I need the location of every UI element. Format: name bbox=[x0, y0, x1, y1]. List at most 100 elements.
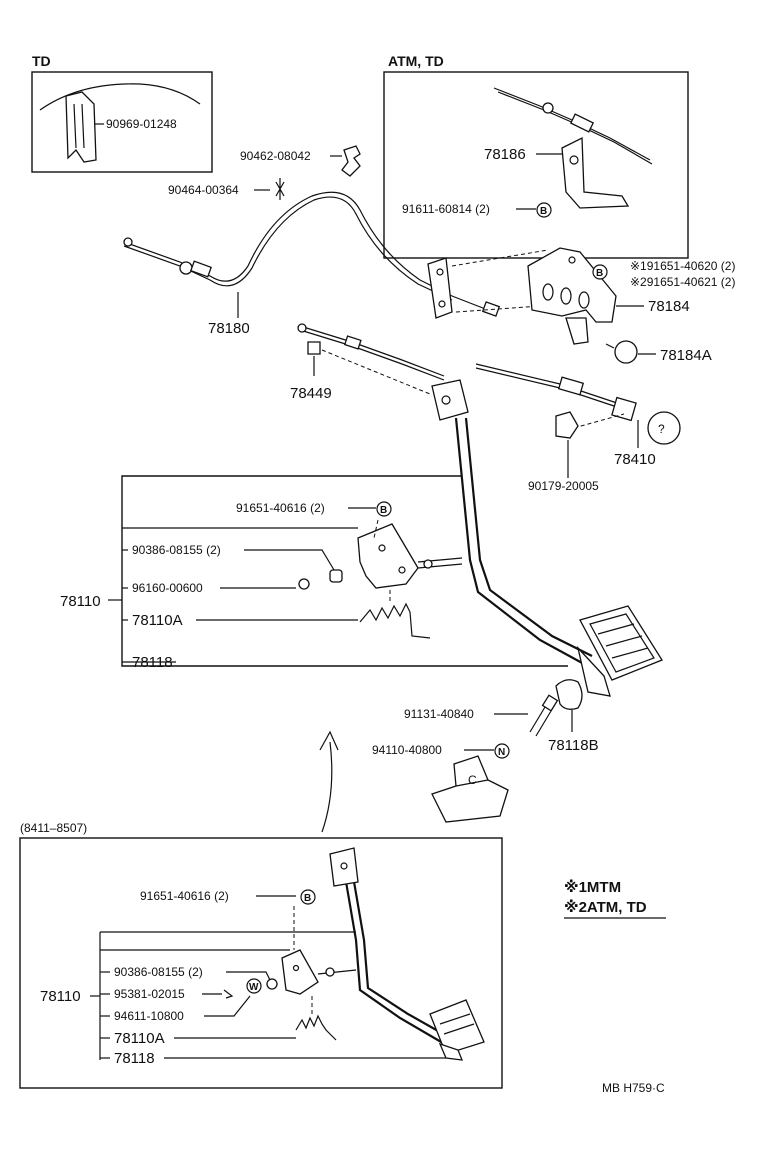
variant-ring-label: 95381-02015 bbox=[114, 987, 185, 1001]
cable-inner-end bbox=[451, 295, 489, 311]
variant-tread-2 bbox=[443, 1023, 475, 1035]
clamp-90462-part bbox=[341, 145, 361, 177]
clamp-90462: 90462-08042 bbox=[240, 145, 361, 177]
direction-arrow bbox=[319, 730, 339, 833]
atm-cable-fitting bbox=[542, 102, 554, 114]
assy-bolt-mark-circle bbox=[376, 501, 392, 517]
cable-outer-line bbox=[123, 191, 453, 297]
assy-bolt-label: 91651-40616 (2) bbox=[236, 501, 325, 515]
variant-bolt-mark-circle bbox=[300, 889, 316, 905]
legend-line-1: ※1MTM bbox=[564, 878, 621, 896]
cable-end-ball bbox=[123, 237, 133, 247]
variant-arm-top-hole bbox=[340, 862, 348, 870]
nut-label: 94110-40800 bbox=[372, 743, 442, 757]
bracket-slot-2 bbox=[560, 287, 572, 305]
clip-90464: 90464-00364 bbox=[168, 178, 285, 200]
td-inset: TD 90969-01248 bbox=[31, 53, 213, 173]
legend: ※1MTM ※2ATM, TD bbox=[564, 878, 666, 919]
second-cable-end bbox=[297, 323, 307, 333]
variant-pedal-arm-2 bbox=[350, 869, 455, 1041]
arrow-head bbox=[319, 730, 339, 751]
pad-78118b-part bbox=[555, 679, 583, 710]
cable-78180-label: 78180 bbox=[208, 320, 250, 337]
bushing-label: 90386-08155 (2) bbox=[132, 543, 221, 557]
variant-frame bbox=[19, 837, 503, 1089]
knob-label: 78410 bbox=[614, 451, 656, 468]
pivot-hole-1 bbox=[378, 544, 386, 552]
variant-pedal-heel bbox=[438, 1042, 464, 1061]
pedal-heel bbox=[576, 645, 611, 697]
stopper-stem bbox=[605, 343, 615, 349]
floor-stopper: C bbox=[431, 755, 509, 823]
clip-90464-label: 90464-00364 bbox=[168, 183, 239, 197]
nut-mark-circle bbox=[494, 743, 510, 759]
atm-td-inset-frame bbox=[383, 71, 689, 259]
td-cable-line bbox=[39, 83, 201, 111]
variant-pedal-arm bbox=[342, 869, 449, 1047]
bracket-78184: B ※191651-40620 (2) ※291651-40621 (2) 78… bbox=[527, 247, 735, 345]
atm-bracket-hole bbox=[569, 155, 579, 165]
bracket-bolt-2-label: ※291651-40621 (2) bbox=[630, 275, 735, 289]
bracket-78184-part bbox=[527, 247, 617, 323]
bushing-leader bbox=[244, 549, 335, 571]
variant-ring-mark-circle bbox=[246, 978, 262, 994]
td-inset-frame bbox=[31, 71, 213, 173]
bracket-hole bbox=[568, 256, 576, 264]
assy-bolt-mark: B bbox=[380, 505, 387, 516]
ring-part bbox=[298, 578, 310, 590]
bracket-bolt-mark: B bbox=[596, 268, 603, 279]
cable-bracket-plate bbox=[427, 257, 453, 319]
variant-bushing-part bbox=[266, 978, 278, 990]
nut-mark: N bbox=[498, 747, 505, 758]
clip-78449-dash bbox=[321, 349, 431, 395]
td-part-label: 90969-01248 bbox=[106, 117, 177, 131]
pedal-arm-2 bbox=[464, 417, 593, 657]
variant-pedal-label: 78118 bbox=[114, 1050, 155, 1067]
cable-outer-line-2 bbox=[123, 196, 453, 301]
variant-arm-top bbox=[329, 847, 359, 887]
clip-78449-label: 78449 bbox=[290, 385, 332, 402]
pedal-assembly: 78110 78118 91651-40616 (2) B 90386-0815… bbox=[60, 379, 663, 697]
variant-assy-label: 78110 bbox=[40, 988, 81, 1005]
bracket-slot-3 bbox=[578, 291, 590, 309]
second-cable-fitting bbox=[343, 335, 362, 350]
clip-90464-part bbox=[275, 178, 285, 200]
pivot-collar bbox=[423, 559, 433, 569]
td-bracket-part bbox=[65, 91, 97, 163]
second-cable-line bbox=[299, 325, 445, 377]
bolt-91131-label: 91131-40840 bbox=[404, 707, 474, 721]
assy-bolt-dash bbox=[373, 519, 379, 539]
variant-pivot-collar bbox=[325, 967, 335, 977]
atm-cable-end bbox=[569, 113, 595, 133]
stopper-part bbox=[614, 340, 638, 364]
knob-collar bbox=[611, 396, 637, 422]
variant-spring-label: 78110A bbox=[114, 1030, 165, 1047]
grommet-part bbox=[555, 411, 579, 439]
atm-bolt-mark-circle bbox=[536, 202, 552, 218]
td-inset-title: TD bbox=[32, 53, 51, 69]
arrow-shaft bbox=[321, 741, 333, 833]
clamp-90462-label: 90462-08042 bbox=[240, 149, 311, 163]
cable-fitting-1 bbox=[179, 261, 193, 275]
knob-glyph: ? bbox=[658, 422, 665, 436]
floor-stopper-glyph: C bbox=[468, 773, 477, 787]
pivot-hole-2 bbox=[398, 566, 406, 574]
bracket-78184-label: 78184 bbox=[648, 298, 690, 315]
knob-cable-line bbox=[475, 363, 621, 405]
cable-bracket-hole-2 bbox=[438, 300, 446, 308]
variant-title: (8411–8507) bbox=[20, 821, 87, 835]
floor-stopper-edge bbox=[455, 779, 489, 787]
variant-pedal-plate bbox=[429, 999, 485, 1055]
knob-78410: ? 78410 90179-20005 bbox=[475, 363, 681, 493]
assy-label: 78110 bbox=[60, 593, 101, 610]
variant-washer-leader bbox=[204, 995, 251, 1017]
knob-cable-fitting bbox=[557, 376, 585, 396]
pedal-plate bbox=[579, 605, 663, 681]
pedal-tread-line-2 bbox=[605, 635, 643, 647]
cable-bracket-dash-1 bbox=[451, 249, 549, 267]
pedal-arm bbox=[454, 417, 585, 665]
pad-hardware: 91131-40840 78118B 94110-40800 N bbox=[372, 679, 599, 759]
atm-bracket-label: 78186 bbox=[484, 146, 526, 163]
pedal-tread-line-1 bbox=[597, 623, 635, 635]
pad-78118b-label: 78118B bbox=[548, 737, 599, 754]
